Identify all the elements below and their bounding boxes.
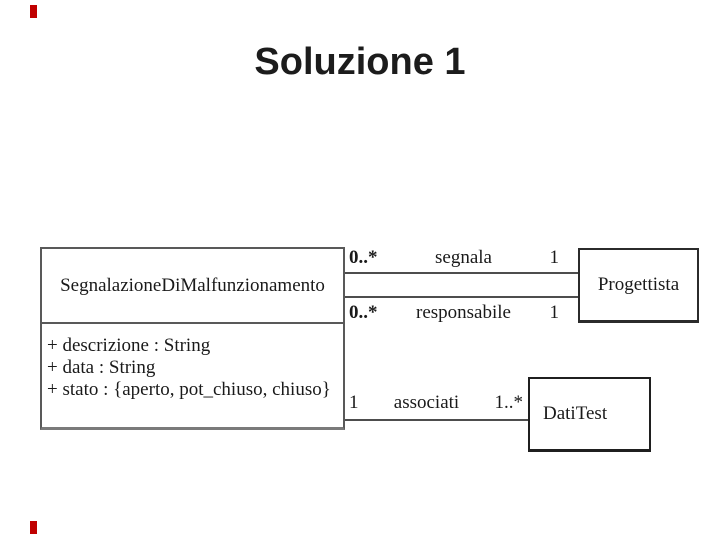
multiplicity-label: 0..* <box>349 302 378 323</box>
class-name-segnalazione: SegnalazioneDiMalfunzionamento <box>42 249 343 324</box>
class-box-segnalazione: SegnalazioneDiMalfunzionamento + descriz… <box>40 247 345 430</box>
association-name-label: responsabile <box>416 302 511 323</box>
class-name-progettista: Progettista <box>597 274 680 295</box>
multiplicity-label: 1..* <box>494 392 524 413</box>
association-labels-segnala: 0..* segnala 1 <box>345 248 578 268</box>
association-line-responsabile <box>345 296 578 298</box>
association-line-associati <box>345 419 528 421</box>
red-accent-top-icon <box>30 5 37 18</box>
class-attributes-compartment: + descrizione : String + data : String +… <box>42 324 343 401</box>
association-line-segnala <box>345 272 578 274</box>
class-box-datitest: DatiTest <box>528 377 651 452</box>
association-labels-associati: 1 associati 1..* <box>345 393 528 413</box>
class-attribute-descrizione: + descrizione : String <box>47 335 211 356</box>
class-attribute-data: + data : String <box>47 357 156 378</box>
multiplicity-label: 1 <box>549 302 559 323</box>
class-name-datitest: DatiTest <box>543 403 608 424</box>
class-box-progettista: Progettista <box>578 248 699 323</box>
red-accent-bottom-icon <box>30 521 37 534</box>
association-name-label: segnala <box>435 247 492 268</box>
multiplicity-label: 1 <box>349 392 359 413</box>
multiplicity-label: 0..* <box>349 247 378 268</box>
multiplicity-label: 1 <box>549 247 559 268</box>
slide-title: Soluzione 1 <box>254 41 466 83</box>
association-name-label: associati <box>393 392 460 413</box>
class-attribute-stato: + stato : {aperto, pot_chiuso, chiuso} <box>47 379 331 400</box>
association-labels-responsabile: 0..* responsabile 1 <box>345 303 578 323</box>
